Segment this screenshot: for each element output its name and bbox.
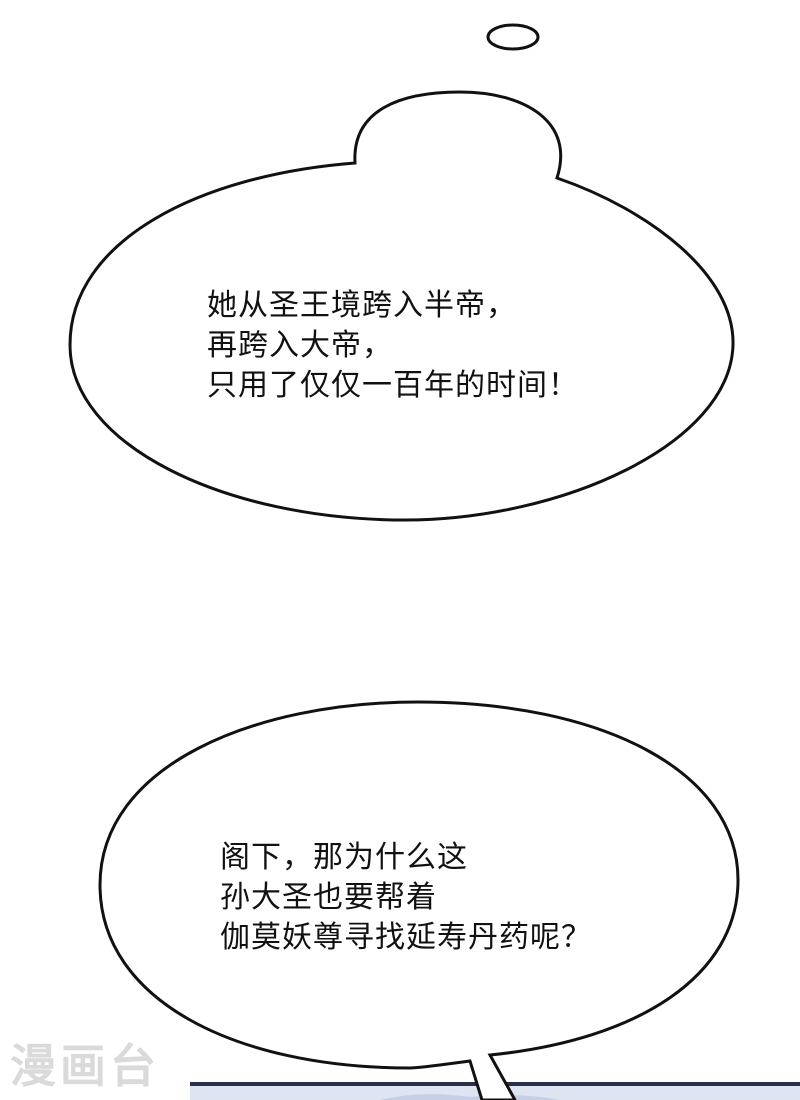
thought-bubble-small-circle [486,23,540,51]
speech-bubble-outline [98,700,740,1100]
thought-bubble-outline [68,90,735,522]
speech-bubble-text: 阁下，那为什么这 孙大圣也要帮着 伽莫妖尊寻找延寿丹药呢？ [220,838,592,958]
thought-bubble-line: 只用了仅仅一百年的时间！ [207,368,579,403]
thought-bubble-text: 她从圣王境跨入半帝， 再跨入大帝， 只用了仅仅一百年的时间！ [207,286,579,406]
speech-bubble-line: 孙大圣也要帮着 [220,880,437,915]
speech-bubble-line: 伽莫妖尊寻找延寿丹药呢？ [220,920,592,955]
speech-bubble-line: 阁下，那为什么这 [220,840,468,875]
watermark-logo: 漫画台 [10,1039,160,1093]
thought-bubble-line: 她从圣王境跨入半帝， [207,288,517,323]
thought-bubble-line: 再跨入大帝， [207,328,393,363]
